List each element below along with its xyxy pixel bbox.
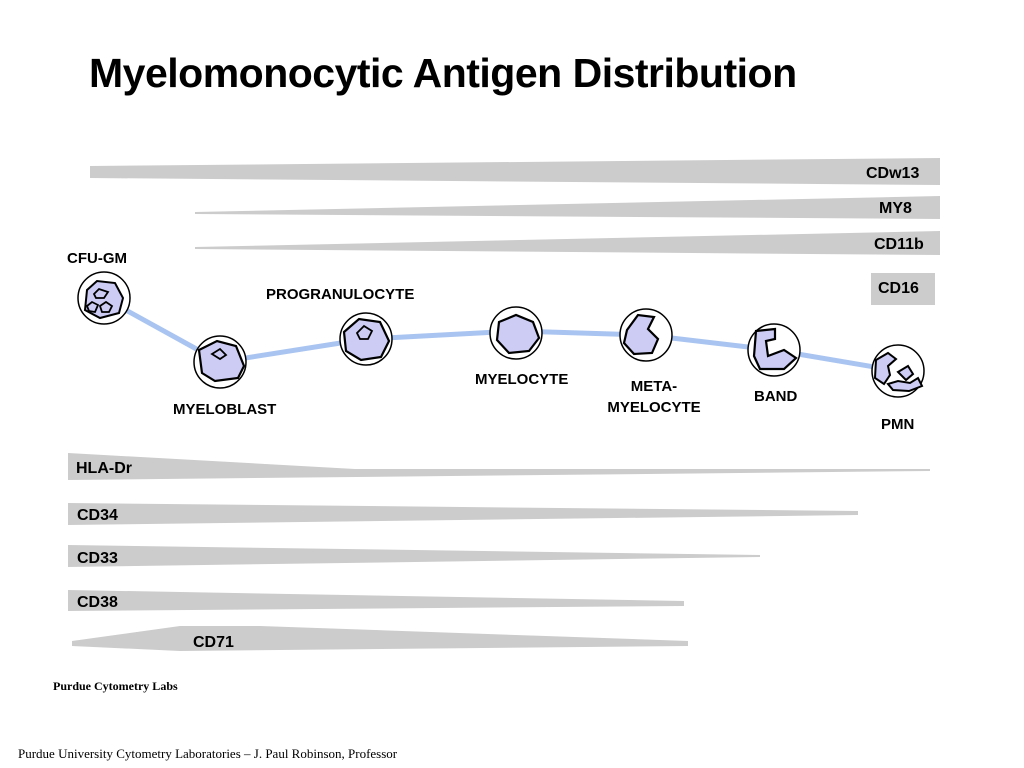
progranulocyte-label: PROGRANULOCYTE (266, 286, 415, 303)
my8-label: MY8 (879, 200, 912, 217)
cd34-bar (68, 503, 858, 525)
myeloblast-label: MYELOBLAST (173, 401, 277, 418)
cd38-label: CD38 (77, 594, 118, 611)
pmn-label: PMN (881, 416, 915, 433)
cd33-bar (68, 545, 760, 567)
metamyelocyte-label: META- MYELOCYTE (601, 376, 707, 418)
cd71-bar (72, 626, 688, 651)
cd33-label: CD33 (77, 550, 118, 567)
cd38-bar (68, 590, 684, 611)
lab-credit: Purdue Cytometry Labs (53, 679, 178, 693)
footer-text: Purdue University Cytometry Laboratories… (18, 746, 398, 761)
metamyelocyte-cell (619, 308, 673, 362)
cd11b-bar (195, 231, 940, 255)
hla-dr-label: HLA-Dr (76, 460, 132, 477)
my8-bar (195, 196, 940, 219)
myelocyte-cell (489, 306, 543, 360)
myeloblast-cell (193, 335, 247, 389)
cdw13-bar (90, 158, 940, 185)
cd16-label: CD16 (878, 280, 919, 297)
metamyelocyte-label-line2: MYELOCYTE (607, 399, 701, 416)
cd71-label: CD71 (193, 634, 234, 651)
band-label: BAND (754, 388, 798, 405)
cd34-label: CD34 (77, 507, 118, 524)
band-cell (747, 323, 801, 377)
progranulocyte-cell (339, 312, 393, 366)
myelocyte-label: MYELOCYTE (475, 371, 569, 388)
cd16-bar (871, 273, 935, 305)
pmn-cell (871, 344, 925, 398)
cfu-gm-label: CFU-GM (67, 250, 127, 267)
cdw13-label: CDw13 (866, 165, 920, 182)
cd11b-label: CD11b (874, 236, 924, 253)
metamyelocyte-label-line1: META- (630, 378, 678, 395)
cfu-gm-cell (77, 271, 131, 325)
slide-title: Myelomonocytic Antigen Distribution (89, 50, 797, 96)
hla-dr-bar (68, 453, 930, 480)
